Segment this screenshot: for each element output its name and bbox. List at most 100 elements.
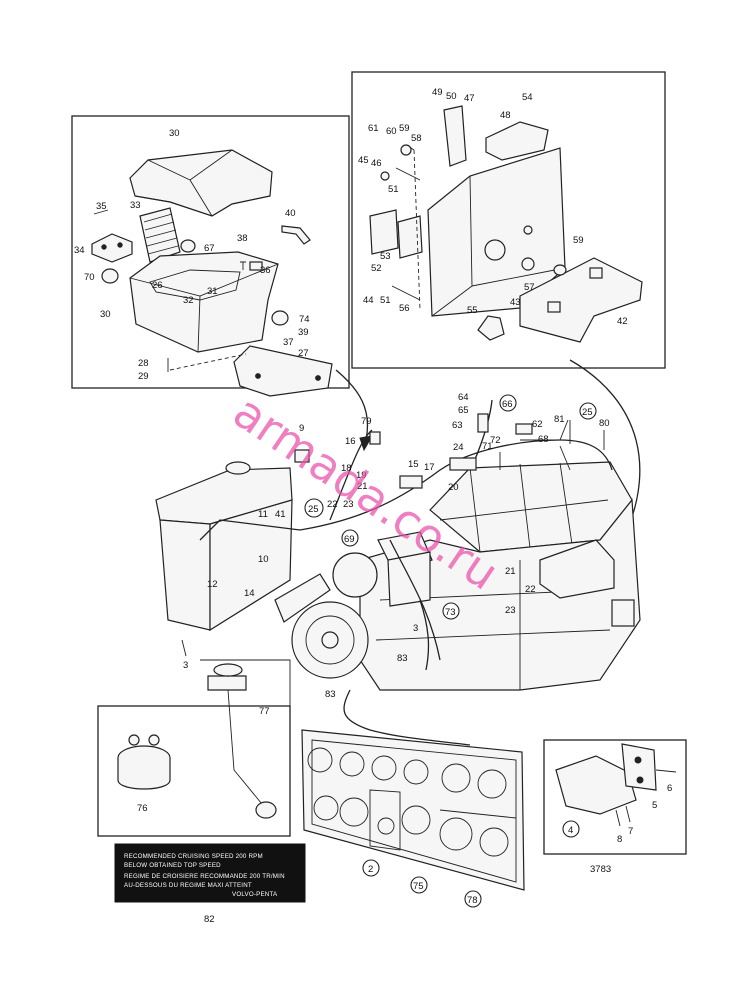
callout: 21 xyxy=(357,481,368,492)
fuse-box-detail xyxy=(71,115,350,397)
callout: 72 xyxy=(490,435,501,446)
callout: 28 xyxy=(138,358,149,369)
callout: 25 xyxy=(582,407,593,418)
air-cleaner-detail xyxy=(543,739,687,855)
callout: 30 xyxy=(169,128,180,139)
callout: 3 xyxy=(413,623,418,634)
callout: 68 xyxy=(538,434,549,445)
plate-line-1: RECOMMENDED CRUISING SPEED 200 RPM xyxy=(124,853,263,860)
callout: 35 xyxy=(96,201,107,212)
callout: 22 xyxy=(525,584,536,595)
callout: 33 xyxy=(130,200,141,211)
callout: 73 xyxy=(445,607,456,618)
cruising-speed-plate: RECOMMENDED CRUISING SPEED 200 RPM BELOW… xyxy=(114,843,306,903)
callout: 20 xyxy=(448,482,459,493)
callout: 18 xyxy=(341,463,352,474)
callout: 75 xyxy=(413,881,424,892)
callout: 19 xyxy=(356,470,367,481)
callout: 17 xyxy=(424,462,435,473)
callout: 29 xyxy=(138,371,149,382)
callout: 52 xyxy=(371,263,382,274)
callout: 39 xyxy=(298,327,309,338)
plate-line-2: BELOW OBTAINED TOP SPEED xyxy=(124,862,221,869)
callout: 5 xyxy=(652,800,657,811)
callout: 41 xyxy=(275,509,286,520)
callout: 26 xyxy=(152,280,163,291)
callout: 78 xyxy=(467,895,478,906)
callout: 30 xyxy=(100,309,111,320)
callout: 16 xyxy=(345,436,356,447)
callout: 15 xyxy=(408,459,419,470)
callout: 71 xyxy=(482,441,493,452)
callout: 31 xyxy=(207,286,218,297)
plate-line-5: VOLVO-PENTA xyxy=(232,891,278,898)
callout: 4 xyxy=(568,825,573,836)
callout: 47 xyxy=(464,93,475,104)
callout: 22 xyxy=(327,499,338,510)
callout: 3 xyxy=(183,660,188,671)
callout: 69 xyxy=(344,534,355,545)
plate-line-4: AU-DESSOUS DU REGIME MAXI ATTEINT xyxy=(124,882,252,889)
engine-assembly xyxy=(155,399,641,746)
callout: 82 xyxy=(204,914,215,925)
callout: 14 xyxy=(244,588,255,599)
callout: 6 xyxy=(667,783,672,794)
callout: 58 xyxy=(411,133,422,144)
plate-line-3: REGIME DE CROISIERE RECOMMANDE 200 TR/MI… xyxy=(124,873,285,880)
callout: 57 xyxy=(524,282,535,293)
callout: 7 xyxy=(628,826,633,837)
callout: 64 xyxy=(458,392,469,403)
callout: 65 xyxy=(458,405,469,416)
callout: 61 xyxy=(368,123,379,134)
callout: 51 xyxy=(380,295,391,306)
callout: 10 xyxy=(258,554,269,565)
callout: 27 xyxy=(298,348,309,359)
callout: 63 xyxy=(452,420,463,431)
callout: 24 xyxy=(453,442,464,453)
callout: 83 xyxy=(397,653,408,664)
callout: 32 xyxy=(183,295,194,306)
callout: 40 xyxy=(285,208,296,219)
callout: 23 xyxy=(343,499,354,510)
callout: 38 xyxy=(237,233,248,244)
callout: 46 xyxy=(371,158,382,169)
callout: 44 xyxy=(363,295,374,306)
callout: 53 xyxy=(380,251,391,262)
callout: 8 xyxy=(617,834,622,845)
callout: 70 xyxy=(84,272,95,283)
callout-labels: 30 35 33 40 34 67 38 36 70 26 31 32 30 7… xyxy=(74,87,672,925)
callout: 80 xyxy=(599,418,610,429)
callout: 11 xyxy=(258,509,268,520)
callout: 60 xyxy=(386,126,397,137)
callout: 43 xyxy=(510,297,521,308)
callout: 54 xyxy=(522,92,533,103)
callout: 67 xyxy=(204,243,215,254)
callout: 77 xyxy=(259,706,270,717)
callout: 25 xyxy=(308,504,319,515)
callout: 50 xyxy=(446,91,457,102)
callout: 37 xyxy=(283,337,294,348)
callout: 49 xyxy=(432,87,443,98)
callout: 51 xyxy=(388,184,399,195)
callout: 45 xyxy=(358,155,369,166)
callout: 62 xyxy=(532,419,543,430)
callout: 59 xyxy=(573,235,584,246)
callout: 21 xyxy=(505,566,516,577)
callout: 56 xyxy=(399,303,410,314)
instrument-panel xyxy=(301,729,525,891)
callout: 83 xyxy=(325,689,336,700)
callout: 79 xyxy=(361,416,372,427)
callout: 23 xyxy=(505,605,516,616)
callout: 42 xyxy=(617,316,628,327)
callout: 55 xyxy=(467,305,478,316)
sender-detail xyxy=(97,659,291,837)
callout: 9 xyxy=(299,423,304,434)
callout: 36 xyxy=(260,265,271,276)
control-unit-detail xyxy=(351,71,666,369)
callout: 74 xyxy=(299,314,310,325)
callout: 2 xyxy=(368,864,373,875)
callout: 81 xyxy=(554,414,565,425)
callout: 66 xyxy=(502,399,513,410)
callout: 34 xyxy=(74,245,85,256)
